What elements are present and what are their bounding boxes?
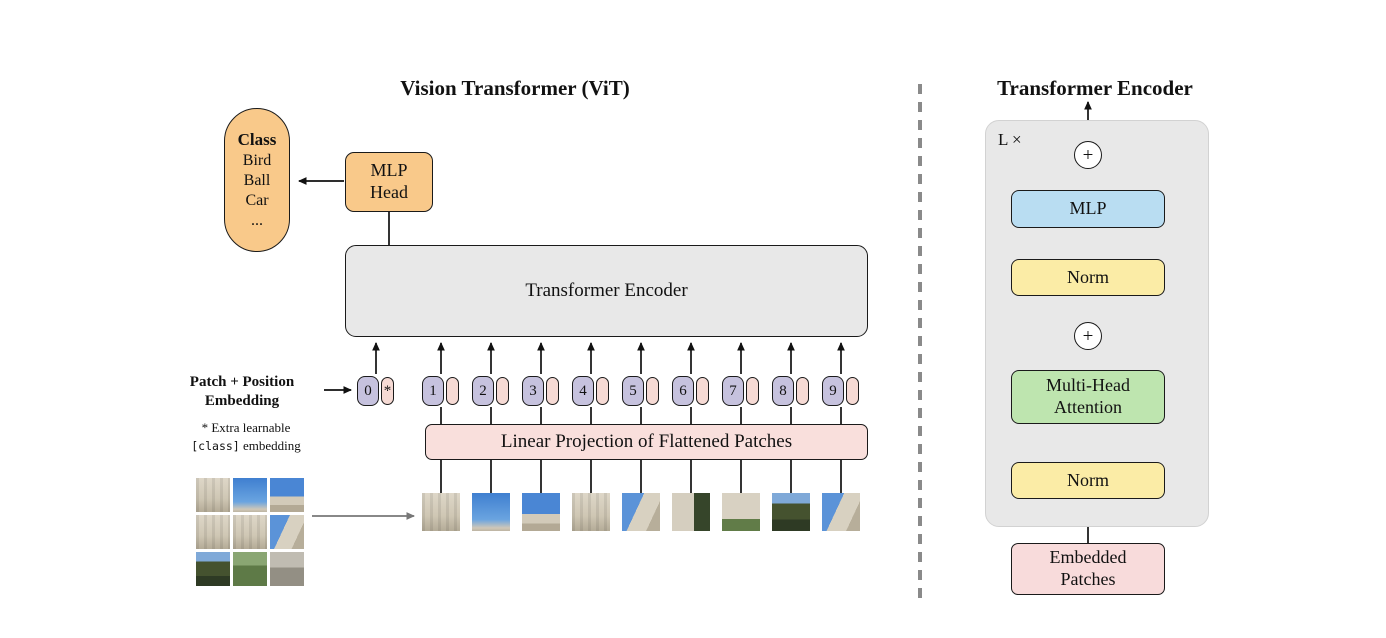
patch-thumbnail <box>572 493 610 531</box>
transformer-encoder-box: Transformer Encoder <box>345 245 868 337</box>
norm-bottom-label: Norm <box>1067 469 1109 490</box>
note-line1: * Extra learnable <box>201 420 291 435</box>
token-9: 9 <box>822 375 859 407</box>
class-token: 0 * <box>357 375 394 407</box>
token-number: 5 <box>622 376 644 406</box>
class-token-star: * <box>381 377 394 405</box>
patch-thumbnail <box>672 493 710 531</box>
token-5: 5 <box>622 375 659 407</box>
patch-thumbnail <box>822 493 860 531</box>
layer-count-label: L × <box>998 130 1022 149</box>
arrows-tokens-to-encoder <box>372 341 845 374</box>
mlp-head-label-line2: Head <box>370 182 408 202</box>
embedded-patches-line1: Embedded <box>1049 547 1127 568</box>
token-1: 1 <box>422 375 459 407</box>
token-8: 8 <box>772 375 809 407</box>
patch-thumbnail <box>522 493 560 531</box>
grid-patch <box>233 515 267 549</box>
plus-icon: + <box>1082 144 1094 166</box>
token-number: 0 <box>357 376 379 406</box>
norm-box-top: Norm <box>1011 259 1165 296</box>
class-item-car: Car <box>245 191 269 209</box>
patch-thumbnail <box>472 493 510 531</box>
token-number: 8 <box>772 376 794 406</box>
mlp-head-box: MLP Head <box>345 152 433 212</box>
attention-label-line1: Multi-Head <box>1046 375 1130 396</box>
token-number: 3 <box>522 376 544 406</box>
token-number: 1 <box>422 376 444 406</box>
grid-patch <box>196 478 230 512</box>
mlp-label: MLP <box>1069 198 1107 219</box>
mlp-box: MLP <box>1011 190 1165 228</box>
norm-top-label: Norm <box>1067 266 1109 287</box>
lines-projection-to-tokens <box>440 407 842 424</box>
token-patch <box>546 377 559 405</box>
grid-patch <box>270 478 304 512</box>
class-item-ellipsis: ... <box>251 211 263 229</box>
class-item-ball: Ball <box>243 171 271 189</box>
embedded-patches-line2: Patches <box>1060 569 1116 589</box>
patch-thumbnail <box>772 493 810 531</box>
token-number: 6 <box>672 376 694 406</box>
patch-thumbnail <box>422 493 460 531</box>
residual-add-top: + <box>1074 141 1102 169</box>
token-number: 7 <box>722 376 744 406</box>
grid-patch <box>233 478 267 512</box>
token-patch <box>496 377 509 405</box>
encoder-panel-title: Transformer Encoder <box>997 76 1193 100</box>
token-3: 3 <box>522 375 559 407</box>
class-pill-header: Class <box>237 130 277 150</box>
class-token-code: [class] <box>191 439 240 454</box>
multi-head-attention-box: Multi-Head Attention <box>1011 370 1165 424</box>
token-patch <box>746 377 759 405</box>
token-number: 9 <box>822 376 844 406</box>
token-patch <box>796 377 809 405</box>
grid-patch <box>233 552 267 586</box>
token-patch <box>646 377 659 405</box>
vit-title: Vision Transformer (ViT) <box>400 76 630 100</box>
token-patch <box>446 377 459 405</box>
mlp-head-label-line1: MLP <box>370 160 408 181</box>
grid-patch <box>270 552 304 586</box>
grid-patch <box>270 515 304 549</box>
residual-add-bottom: + <box>1074 322 1102 350</box>
note-rest: embedding <box>239 438 301 454</box>
token-4: 4 <box>572 375 609 407</box>
grid-patch <box>196 552 230 586</box>
class-output-pill: Class Bird Ball Car ... <box>224 108 290 252</box>
class-item-bird: Bird <box>242 151 272 169</box>
grid-patch <box>196 515 230 549</box>
token-patch <box>696 377 709 405</box>
token-number: 2 <box>472 376 494 406</box>
patch-thumbnail <box>622 493 660 531</box>
lines-patches-to-projection <box>440 460 842 493</box>
token-number: 4 <box>572 376 594 406</box>
token-6: 6 <box>672 375 709 407</box>
token-patch <box>596 377 609 405</box>
norm-box-bottom: Norm <box>1011 462 1165 499</box>
plus-icon: + <box>1082 325 1094 347</box>
note-line2: [class] embedding <box>166 437 326 455</box>
transformer-encoder-label: Transformer Encoder <box>525 280 688 301</box>
token-patch <box>846 377 859 405</box>
token-2: 2 <box>472 375 509 407</box>
linear-projection-box: Linear Projection of Flattened Patches <box>425 424 868 460</box>
patch-thumbnail <box>722 493 760 531</box>
extra-learnable-note: * Extra learnable [class] embedding <box>166 419 326 455</box>
patch-position-embedding-label: Patch + Position Embedding <box>162 373 322 411</box>
linear-projection-label: Linear Projection of Flattened Patches <box>500 431 793 452</box>
embedded-patches-box: Embedded Patches <box>1011 543 1165 595</box>
attention-label-line2: Attention <box>1054 397 1122 417</box>
pp-label-line2: Embedding <box>204 392 280 409</box>
input-image-grid <box>196 478 304 586</box>
pp-label-line1: Patch + Position <box>189 374 295 390</box>
token-7: 7 <box>722 375 759 407</box>
encoder-block-container <box>985 120 1209 527</box>
